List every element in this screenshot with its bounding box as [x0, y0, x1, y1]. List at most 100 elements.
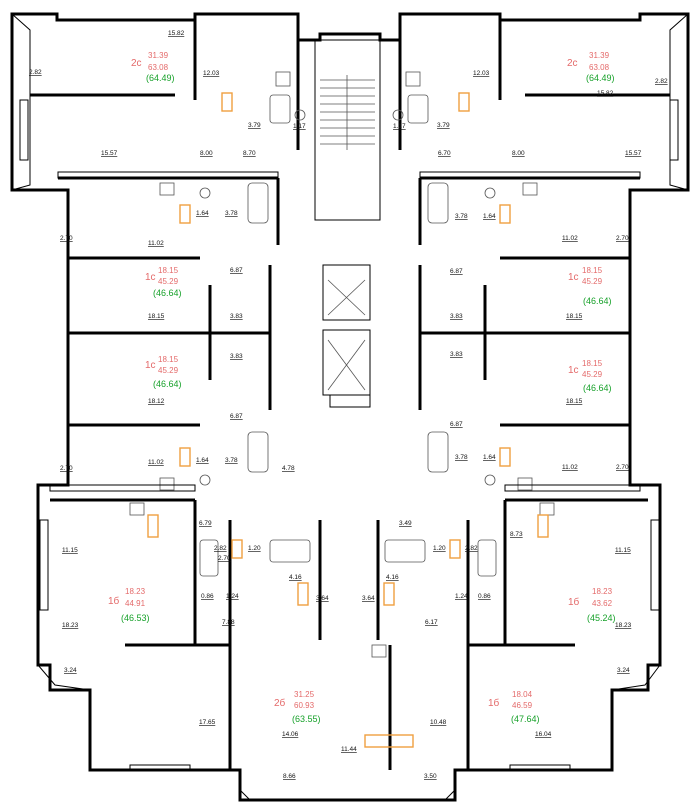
svg-text:45.29: 45.29: [582, 277, 603, 286]
svg-text:1с: 1с: [568, 272, 579, 283]
room-area-label: 6.17: [425, 619, 438, 626]
windows: [19, 99, 679, 772]
room-area-label: 15.82: [168, 30, 185, 37]
svg-text:18.23: 18.23: [592, 587, 613, 596]
room-area-label: 2.82: [655, 78, 668, 85]
svg-text:60.93: 60.93: [294, 701, 315, 710]
apartment-label-1b-left: 1б 18.23 44.91 (46.53): [108, 587, 150, 623]
svg-text:1с: 1с: [568, 365, 579, 376]
room-area-label: 3.78: [455, 454, 468, 461]
stair-core: [314, 39, 381, 408]
room-area-label: 1.20: [248, 545, 261, 552]
room-area-label: 2.70: [218, 555, 231, 562]
room-area-label: 4.16: [289, 574, 302, 581]
ventilation-shafts: [147, 92, 549, 748]
room-area-label: 6.87: [450, 421, 463, 428]
room-area-label: 3.79: [248, 122, 261, 129]
svg-text:31.39: 31.39: [148, 51, 169, 60]
svg-text:63.08: 63.08: [589, 63, 610, 72]
room-area-label: 11.44: [341, 746, 357, 753]
room-area-label: 11.02: [148, 459, 164, 466]
room-area-label: 2.70: [60, 235, 73, 242]
room-area-label: 1.64: [483, 213, 496, 220]
room-area-label: 4.16: [386, 574, 399, 581]
room-area-label: 15.57: [625, 150, 642, 157]
apartment-label-1b-right: 1б 18.23 43.62 (45.24): [568, 587, 616, 623]
room-area-label: 1.24: [455, 593, 468, 600]
room-area-label: 16.04: [535, 731, 552, 738]
svg-text:(46.64): (46.64): [583, 296, 612, 306]
svg-text:45.29: 45.29: [158, 366, 179, 375]
room-area-label: 3.78: [225, 210, 238, 217]
apartment-label-1c-right-upper: 1с 18.15 45.29 (46.64): [568, 266, 612, 306]
svg-text:1б: 1б: [488, 697, 500, 709]
room-area-label: 2.82: [465, 545, 478, 552]
svg-text:(63.55): (63.55): [292, 714, 321, 724]
room-area-label: 2.82: [214, 545, 227, 552]
room-area-label: 17.65: [199, 719, 216, 726]
svg-text:31.39: 31.39: [589, 51, 610, 60]
inner-walls: [30, 20, 670, 770]
svg-text:(64.49): (64.49): [146, 73, 175, 83]
room-area-label: 11.15: [62, 547, 78, 554]
room-area-label: 8.00: [512, 150, 525, 157]
room-area-label: 8.00: [200, 150, 213, 157]
room-area-label: 0.86: [478, 593, 491, 600]
apartment-label-1c-left-upper: 1с 18.15 45.29 (46.64): [145, 266, 182, 298]
room-area-label: 6.79: [199, 520, 212, 527]
room-area-label: 10.48: [430, 719, 447, 726]
room-area-label: 11.02: [562, 464, 578, 471]
svg-text:18.15: 18.15: [158, 266, 179, 275]
room-area-label: 1.20: [433, 545, 446, 552]
room-area-label: 6.87: [230, 413, 243, 420]
svg-text:1с: 1с: [145, 360, 156, 371]
room-area-label: 3.50: [424, 773, 437, 780]
room-area-label: 1.17: [293, 123, 306, 130]
svg-text:18.15: 18.15: [582, 359, 603, 368]
room-area-label: 1.17: [393, 123, 406, 130]
bathroom-fixtures: [129, 71, 555, 658]
svg-text:(46.64): (46.64): [153, 379, 182, 389]
room-area-label: 6.70: [438, 150, 451, 157]
room-area-label: 0.86: [201, 593, 214, 600]
apartment-label-2b: 2б 31.25 60.93 (63.55): [274, 690, 321, 724]
room-area-label: 11.15: [615, 547, 631, 554]
room-area-label: 6.87: [450, 268, 463, 275]
room-area-label: 3.24: [617, 667, 630, 674]
svg-text:(46.64): (46.64): [153, 288, 182, 298]
room-area-label: 7.88: [222, 619, 235, 626]
room-area-label: 18.23: [62, 622, 79, 629]
room-area-label: 18.12: [148, 398, 165, 405]
room-area-label: 1.64: [196, 457, 209, 464]
svg-text:18.23: 18.23: [125, 587, 146, 596]
room-area-label: 3.83: [450, 351, 463, 358]
svg-text:46.59: 46.59: [512, 701, 533, 710]
svg-text:18.04: 18.04: [512, 690, 533, 699]
room-area-label: 15.82: [597, 90, 614, 97]
room-area-label: 3.79: [437, 122, 450, 129]
svg-text:44.91: 44.91: [125, 599, 146, 608]
svg-text:43.62: 43.62: [592, 599, 613, 608]
room-area-label: 18.15: [566, 398, 583, 405]
svg-text:2б: 2б: [274, 697, 286, 709]
room-area-label: 18.23: [615, 622, 632, 629]
room-area-label: 2.70: [60, 465, 73, 472]
svg-text:45.29: 45.29: [582, 370, 603, 379]
svg-text:(64.49): (64.49): [586, 73, 615, 83]
apartment-label-1b-bottom: 1б 18.04 46.59 (47.64): [488, 690, 540, 724]
apartment-label-1c-left-lower: 1с 18.15 45.29 (46.64): [145, 355, 182, 389]
svg-text:1б: 1б: [568, 596, 580, 608]
svg-text:18.15: 18.15: [582, 266, 603, 275]
room-area-label: 3.24: [64, 667, 77, 674]
apartment-labels: 2с 31.39 63.08 (64.49) 2с 31.39 63.08 (6…: [108, 51, 616, 724]
room-area-label: 12.03: [473, 70, 490, 77]
room-area-label: 18.15: [566, 313, 583, 320]
svg-text:1с: 1с: [145, 272, 156, 283]
svg-text:18.15: 18.15: [158, 355, 179, 364]
room-area-label: 3.64: [362, 595, 375, 602]
room-area-label: 3.78: [225, 457, 238, 464]
room-area-label: 8.73: [510, 531, 523, 538]
apartment-label-2c-left: 2с 31.39 63.08 (64.49): [131, 51, 175, 83]
room-area-label: 11.02: [562, 235, 578, 242]
